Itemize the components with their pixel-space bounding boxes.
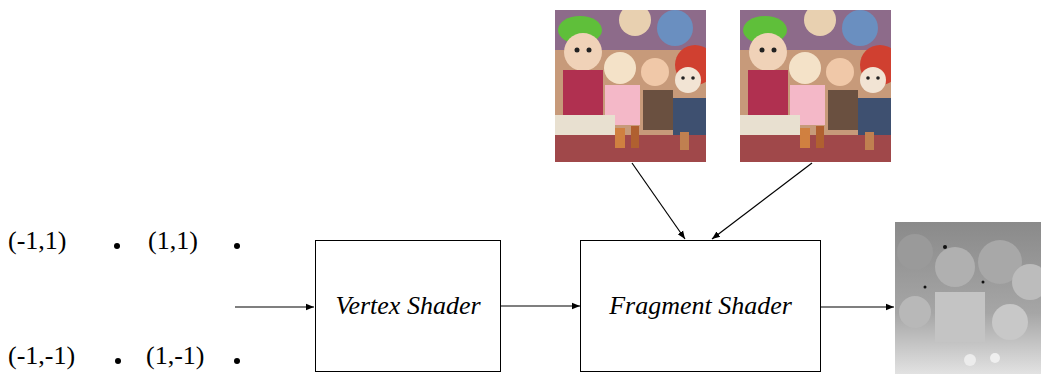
output-arrow xyxy=(821,306,894,307)
vertex-dot xyxy=(114,243,120,249)
shader-box: Vertex Shader xyxy=(315,240,501,372)
input-arrow xyxy=(235,306,314,307)
coordinate-label: (-1,-1) xyxy=(8,341,75,371)
flow-arrow xyxy=(501,305,580,306)
shader-name: Vertex Shader xyxy=(335,290,480,321)
shader-name: Fragment Shader xyxy=(609,290,792,321)
shader-box: Fragment Shader xyxy=(580,240,821,372)
image-arrow xyxy=(632,163,685,239)
coordinate-label: (1,-1) xyxy=(146,341,204,371)
vertex-dot xyxy=(234,358,240,364)
coordinate-label: (-1,1) xyxy=(8,226,66,256)
image-arrow xyxy=(712,163,812,239)
coordinate-label: (1,1) xyxy=(148,226,198,256)
vertex-dot xyxy=(115,358,121,364)
vertex-dot xyxy=(234,243,240,249)
